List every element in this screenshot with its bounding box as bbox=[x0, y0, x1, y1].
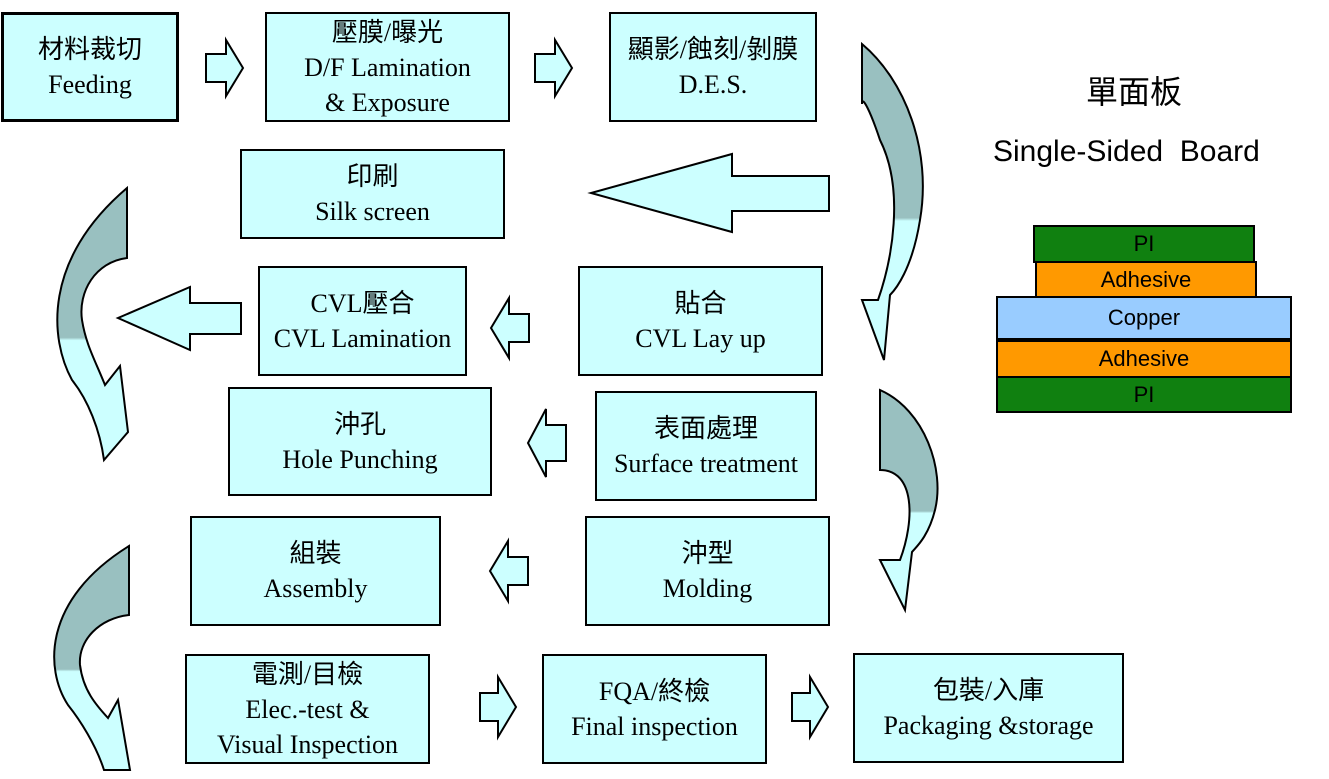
layer-adhesive-top: Adhesive bbox=[1035, 261, 1257, 298]
step-etest-en1: Elec.-test & bbox=[245, 694, 370, 724]
arrow-right-1 bbox=[205, 36, 245, 100]
step-surface-en: Surface treatment bbox=[613, 449, 799, 478]
step-surface-zh: 表面處理 bbox=[653, 414, 758, 443]
layer-copper-label: Copper bbox=[1107, 305, 1181, 330]
layer-pi-bottom: PI bbox=[996, 376, 1292, 413]
step-fqa-zh: FQA/終檢 bbox=[598, 677, 711, 706]
step-etest-en2: Visual Inspection bbox=[216, 729, 399, 759]
layer-pi-bottom-label: PI bbox=[1133, 381, 1155, 407]
step-feeding-en: Feeding bbox=[48, 70, 132, 99]
step-elec-test: 電測/目檢 Elec.-test & Visual Inspection bbox=[185, 654, 430, 764]
step-packaging: 包裝/入庫 Packaging &storage bbox=[853, 653, 1124, 763]
step-feeding-zh: 材料裁切 bbox=[37, 35, 142, 64]
step-punch-zh: 沖孔 bbox=[333, 409, 386, 439]
step-silk-screen: 印刷 Silk screen bbox=[240, 149, 505, 239]
curved-arrow-left-upper bbox=[56, 185, 130, 463]
step-des: 顯影/蝕刻/剝膜 D.E.S. bbox=[609, 12, 817, 122]
board-title-zh: 單面板 bbox=[1086, 73, 1183, 111]
step-fqa: FQA/終檢 Final inspection bbox=[542, 654, 767, 764]
step-cvl-layup-en: CVL Lay up bbox=[635, 324, 766, 353]
arrow-left-1 bbox=[489, 294, 530, 362]
curved-arrow-right-lower bbox=[878, 388, 939, 614]
arrow-left-cvl bbox=[115, 285, 242, 352]
step-silk-en: Silk screen bbox=[315, 197, 430, 226]
step-des-zh: 顯影/蝕刻/剝膜 bbox=[627, 35, 799, 64]
step-punch-en: Hole Punching bbox=[282, 444, 438, 474]
layer-adhesive-bottom-label: Adhesive bbox=[1098, 346, 1190, 371]
layer-copper: Copper bbox=[996, 296, 1292, 340]
layer-adhesive-top-label: Adhesive bbox=[1100, 266, 1192, 292]
step-surface-treatment: 表面處理 Surface treatment bbox=[595, 391, 817, 501]
step-lamination-en2: & Exposure bbox=[325, 87, 450, 117]
step-des-en: D.E.S. bbox=[678, 70, 748, 99]
arrow-right-2 bbox=[534, 36, 574, 100]
step-cvl-lam-zh: CVL壓合 bbox=[310, 289, 415, 318]
arrow-right-4 bbox=[791, 673, 830, 741]
arrow-left-3 bbox=[488, 537, 529, 605]
curved-arrow-left-lower bbox=[53, 544, 132, 771]
step-cvl-layup-zh: 貼合 bbox=[674, 289, 727, 318]
step-feeding: 材料裁切 Feeding bbox=[1, 12, 179, 122]
arrow-left-silk bbox=[587, 152, 830, 234]
arrow-right-3 bbox=[479, 673, 518, 741]
arrow-left-2 bbox=[526, 408, 567, 478]
step-molding-en: Molding bbox=[662, 574, 753, 603]
step-lamination: 壓膜/曝光 D/F Lamination & Exposure bbox=[265, 12, 510, 122]
step-cvl-lam-en: CVL Lamination bbox=[273, 324, 452, 353]
step-molding: 沖型 Molding bbox=[585, 516, 830, 626]
layer-pi-top-label: PI bbox=[1133, 231, 1155, 256]
step-cvl-layup: 貼合 CVL Lay up bbox=[578, 266, 823, 376]
step-packaging-zh: 包裝/入庫 bbox=[932, 676, 1045, 705]
layer-adhesive-bottom: Adhesive bbox=[996, 340, 1292, 378]
step-etest-zh: 電測/目檢 bbox=[251, 659, 364, 689]
step-lamination-zh: 壓膜/曝光 bbox=[331, 17, 444, 47]
step-assembly-zh: 組裝 bbox=[289, 539, 342, 568]
step-hole-punching: 沖孔 Hole Punching bbox=[228, 387, 492, 496]
curved-arrow-right-top bbox=[860, 41, 924, 361]
step-lamination-en1: D/F Lamination bbox=[304, 52, 471, 82]
step-molding-zh: 沖型 bbox=[681, 539, 734, 568]
step-cvl-lamination: CVL壓合 CVL Lamination bbox=[258, 266, 467, 376]
board-title-en: Single-Sided Board bbox=[993, 135, 1260, 168]
step-assembly-en: Assembly bbox=[263, 574, 368, 603]
step-assembly: 組裝 Assembly bbox=[190, 516, 441, 626]
step-packaging-en: Packaging &storage bbox=[883, 711, 1094, 740]
layer-pi-top: PI bbox=[1033, 225, 1255, 263]
step-silk-zh: 印刷 bbox=[346, 162, 399, 191]
step-fqa-en: Final inspection bbox=[571, 712, 738, 741]
